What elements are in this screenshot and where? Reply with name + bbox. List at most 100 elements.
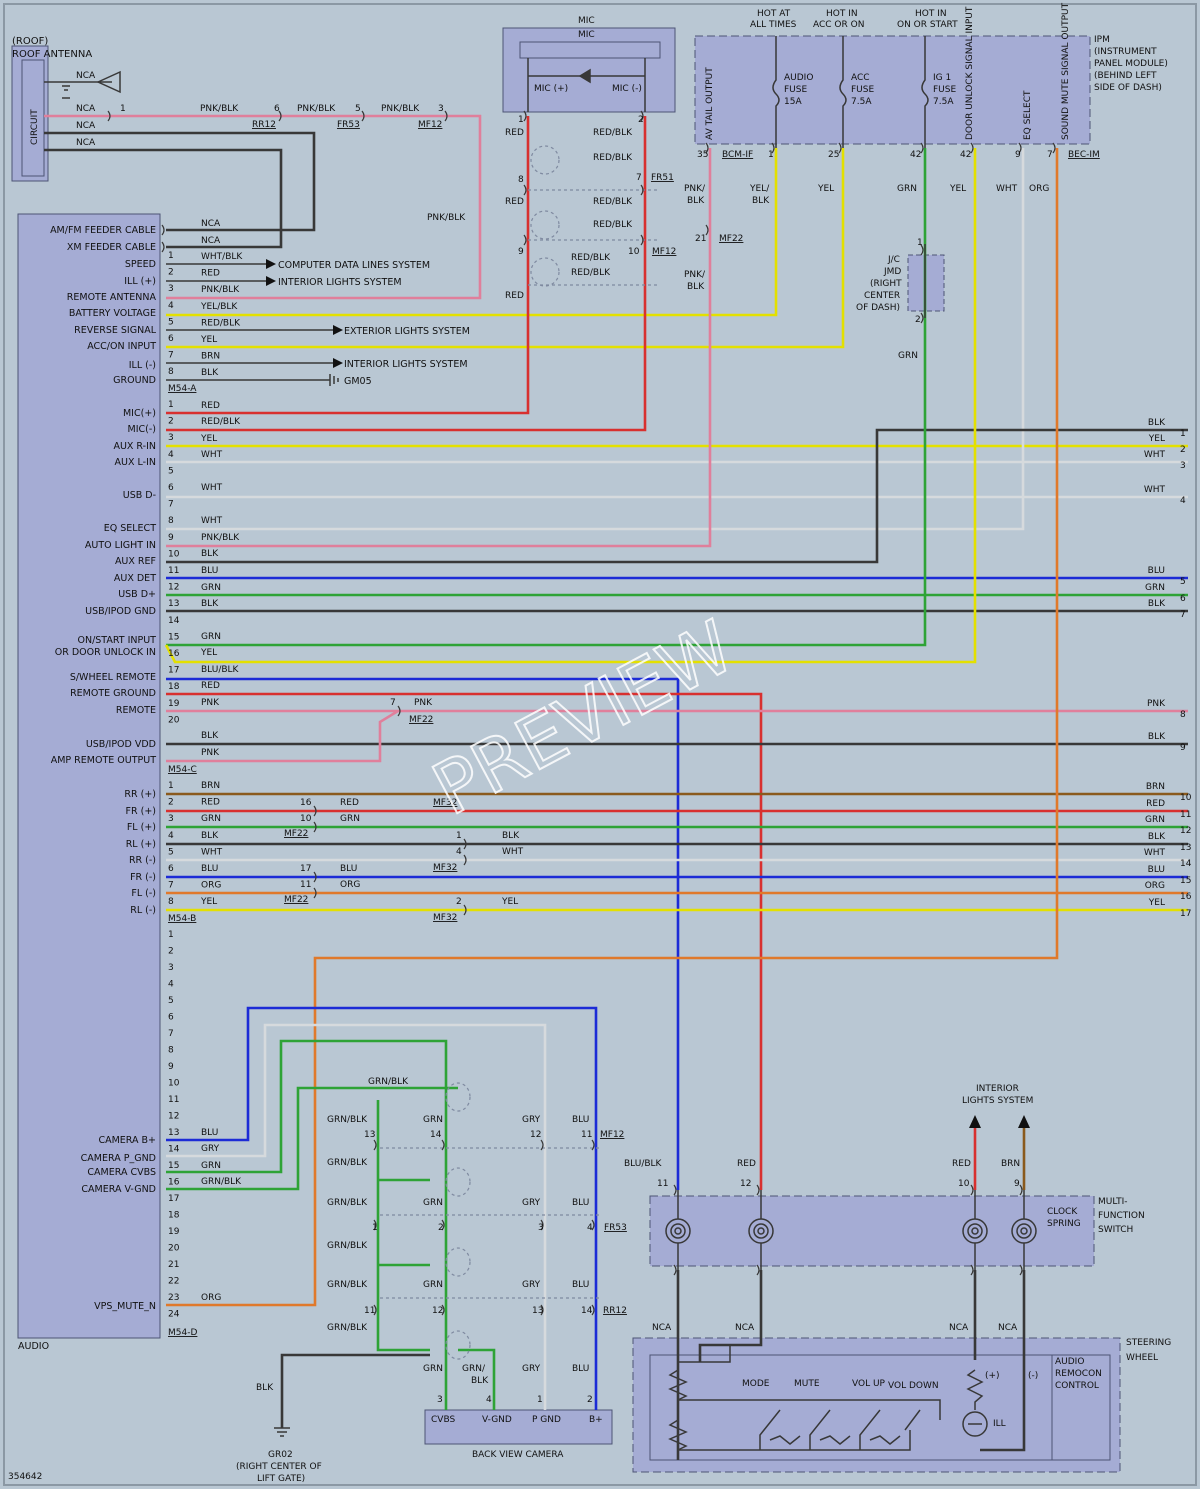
connector-mark [591,1139,595,1151]
pin-number: 1 [168,930,174,940]
pin-number: 6 [168,334,174,344]
pin-number: 7 [168,351,174,361]
pin-number: 7 [168,1029,174,1039]
wire-camera-vgnd-end [458,1348,496,1410]
connector-mark [313,821,317,833]
wire-color-label: BLK [201,831,219,841]
audio-pin-label: AUTO LIGHT IN [85,540,156,551]
pin-label: 16 [300,798,312,808]
jc-label: (RIGHT [870,279,902,289]
wire-color-label: BLK [687,282,705,292]
wire-battery-yelblk [166,148,778,317]
wire-color-label: GRN [423,1115,443,1125]
pin-number: 14 [168,616,180,626]
right-wire-number: 15 [1180,876,1191,886]
pin-label: 9 [518,247,524,257]
audio-pin-label: ILL (+) [124,276,156,287]
nca-label: NCA [76,121,96,131]
pin-number: 7 [168,881,174,891]
wire-color-label: BLU [572,1198,589,1208]
camera-pin-num: 3 [437,1395,443,1405]
connector-label: MF22 [719,234,743,244]
connector-label: BEC-IM [1068,150,1100,160]
connector-mark [313,871,317,883]
ipm-title: (INSTRUMENT [1094,47,1157,57]
pin-label: 42 [960,150,971,160]
wire-color-label: BLU [340,864,357,874]
audio-pin-label: RR (-) [129,855,156,866]
wire-color-label: BLK [471,1376,489,1386]
audio-pin-label: GROUND [113,375,156,386]
connector-label: M54-B [168,914,196,924]
nca-label: NCA [76,71,96,81]
exterior-system-label: EXTERIOR LIGHTS SYSTEM [344,326,470,337]
connector-mark [540,1139,544,1151]
connector-mark [838,142,842,154]
wire-color-label: RED [201,269,220,279]
connector-mark [771,142,775,154]
pin-number: 5 [168,466,174,476]
fuse-label: 15A [784,97,802,107]
connector-label: MF22 [409,715,433,725]
audio-pin-label: REMOTE ANTENNA [67,292,157,303]
hot-label: HOT IN [826,9,858,19]
wire-color-label: GRY [522,1115,541,1125]
camera-pin: V-GND [482,1415,512,1425]
wire-color-label: BLK [687,196,705,206]
connector-mark [313,887,317,899]
twisted-pair-shields [380,145,660,1360]
wires [44,81,1188,1460]
pin-label: 10 [628,247,640,257]
connector-mark [756,1264,760,1276]
connector-label: RR12 [252,120,276,130]
connector-mark [1052,142,1056,154]
wire-color-label: GRN [897,184,917,194]
right-wire-color: BLU [1148,865,1165,875]
pin-label: 1 [518,115,524,125]
connector-mark [640,110,644,122]
right-wire-number: 2 [1180,445,1186,455]
ipm-title: SIDE OF DASH) [1094,83,1162,93]
connector-label: M54-D [168,1328,197,1338]
wire-color-label: PNK [201,748,220,758]
connector-mark [591,1219,595,1231]
wire-color-label: GRY [201,1144,220,1154]
connector-mark [1019,1264,1023,1276]
right-wire-number: 10 [1180,793,1192,803]
right-wire-number: 9 [1180,743,1186,753]
wire-color-label: ORG [340,880,360,890]
connector-mark [278,110,282,122]
right-wire-number: 8 [1180,710,1186,720]
ipm-vertical-label: AV TAIL OUTPUT [705,67,715,140]
audio-pin-label: BATTERY VOLTAGE [69,308,156,319]
right-wire-number: 17 [1180,909,1191,919]
remocon-label: AUDIO [1055,1357,1084,1367]
wire-color-label: WHT [201,450,223,460]
nca-label: NCA [652,1323,672,1333]
pin-number: 18 [168,1211,180,1221]
wire-color-label: BLK [256,1383,274,1393]
pin-number: 3 [168,433,174,443]
audio-pin-label: CAMERA P_GND [81,1153,156,1164]
wire-color-label: BLK [502,831,520,841]
connector-mark [540,1219,544,1231]
right-wire-color: YEL [1148,434,1165,444]
pin-number: 17 [168,666,179,676]
right-wire-color: BLU [1148,566,1165,576]
right-wire-color: ORG [1145,881,1165,891]
connector-label: MF32 [433,798,457,808]
wire-color-label: GRN/BLK [327,1158,368,1168]
pin-number: 21 [168,1260,179,1270]
wire-camera-pgnd [166,1023,547,1410]
pin-number: 8 [168,897,174,907]
pin-number: 5 [168,847,174,857]
wire-color-label: GRN [898,351,918,361]
right-wire-color: WHT [1144,848,1166,858]
wire-autolight [166,148,712,548]
pin-number: 9 [168,1062,174,1072]
right-wire-number: 12 [1180,826,1191,836]
connector-mark [373,1304,377,1316]
ground-symbols [62,85,339,1437]
wire-color-label: PNK [414,698,433,708]
wire-color-label: GRN/BLK [327,1115,368,1125]
